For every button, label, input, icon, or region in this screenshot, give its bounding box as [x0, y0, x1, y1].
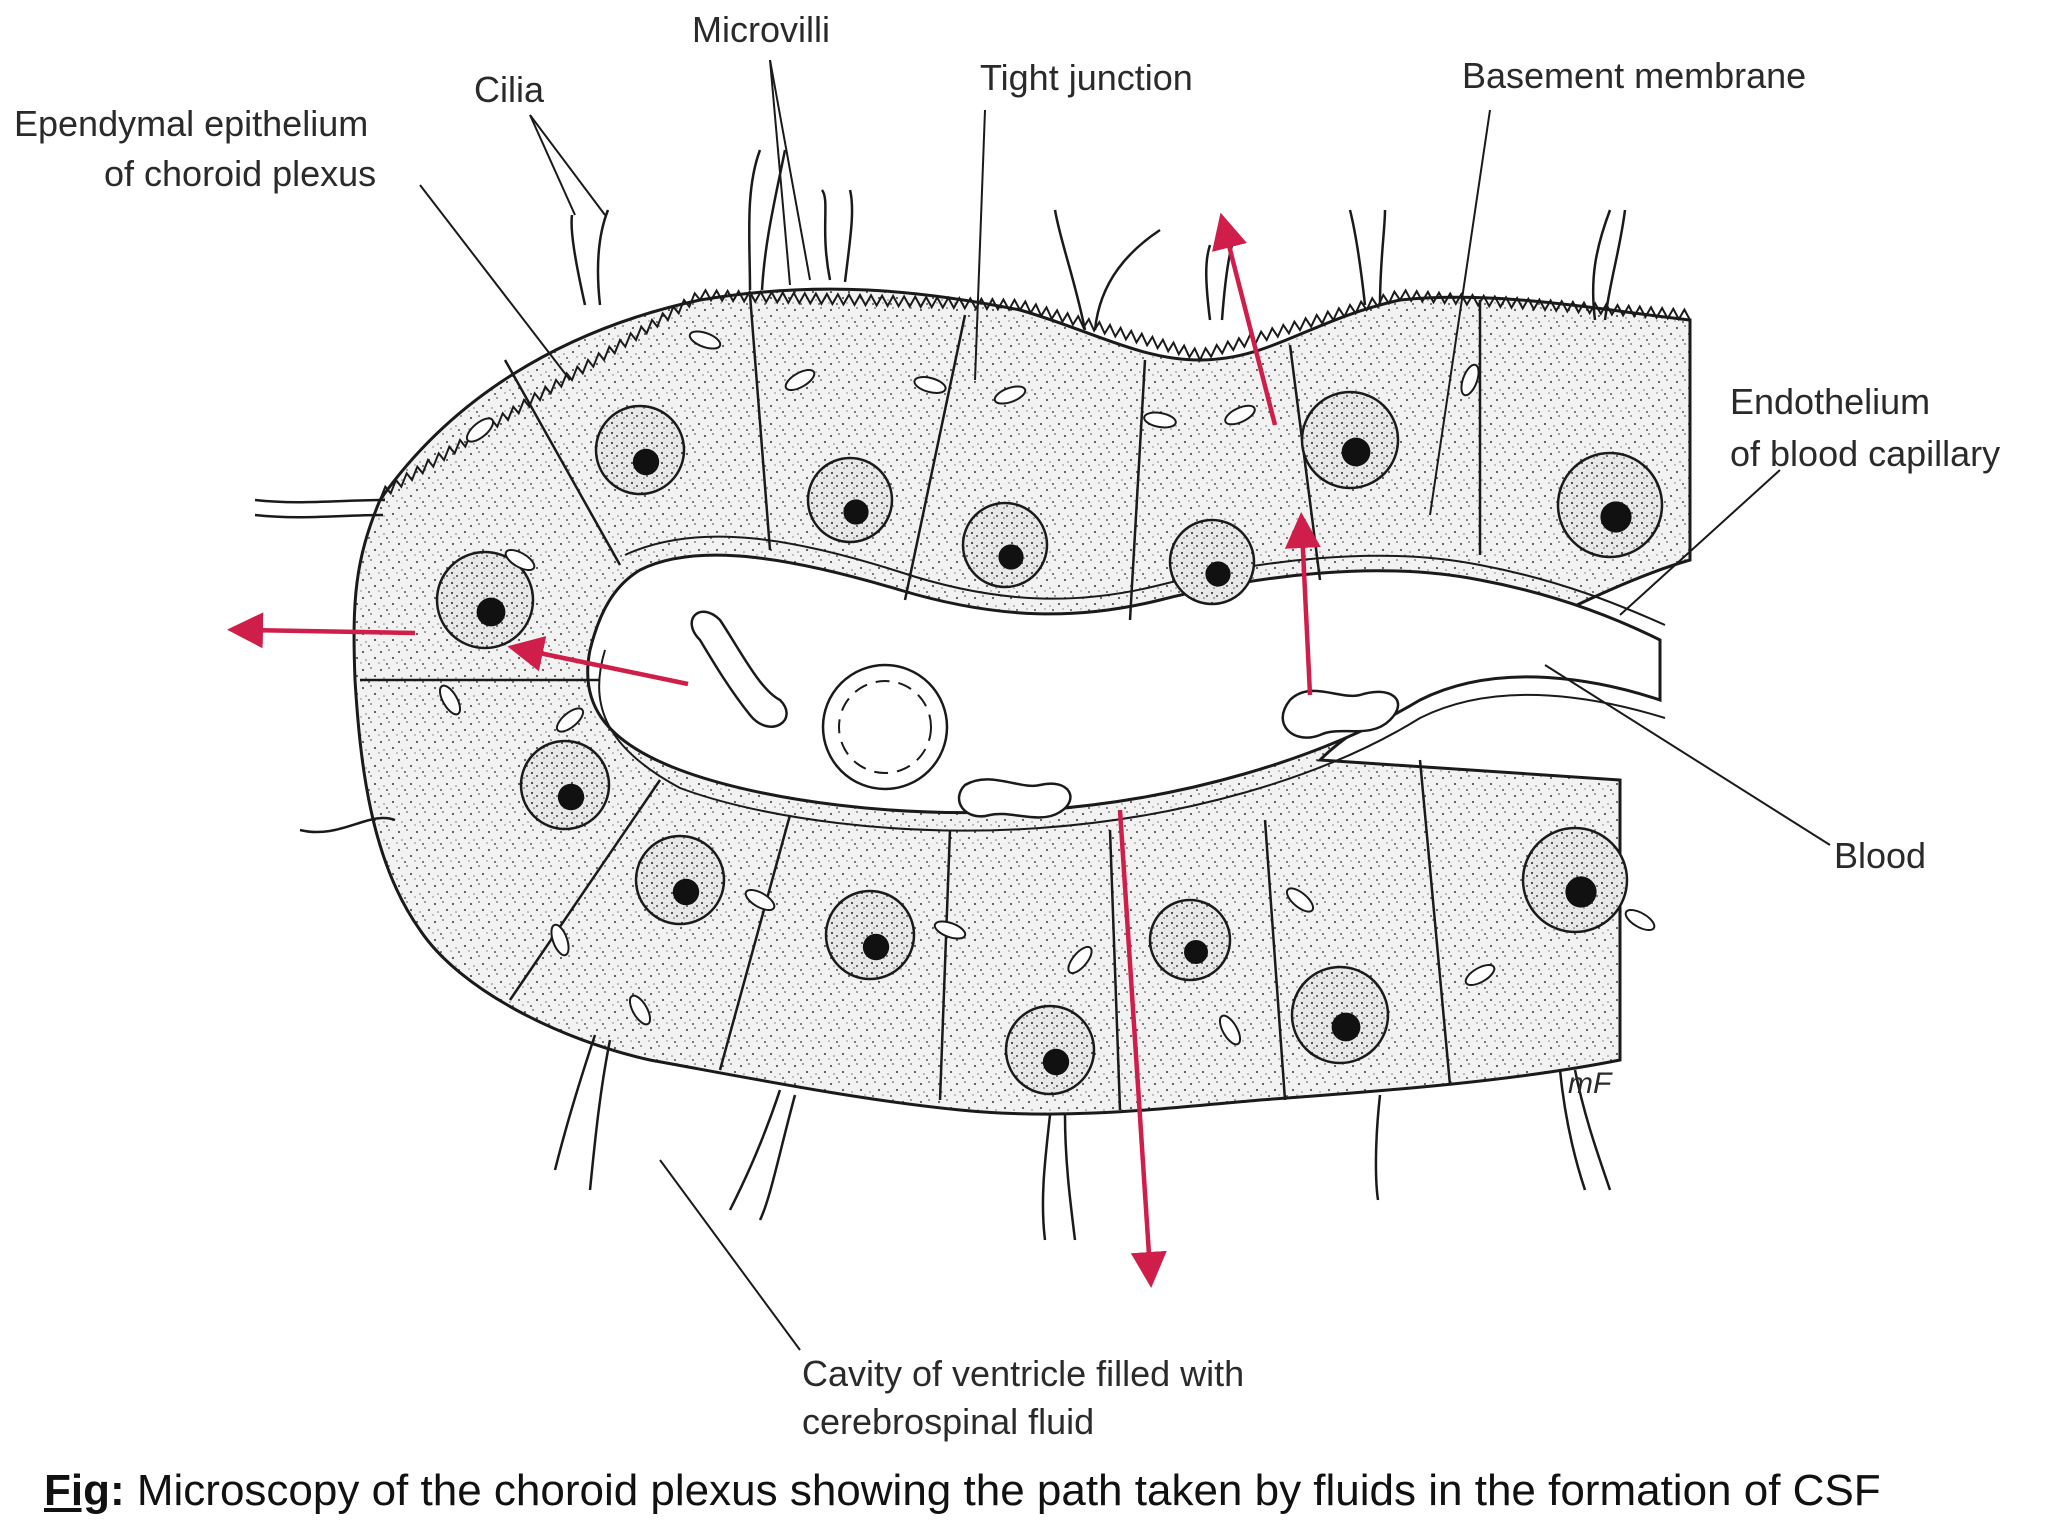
mitochondrion	[688, 330, 722, 350]
nucleolus	[1341, 437, 1371, 467]
label-cilia: Cilia	[474, 69, 545, 110]
nucleolus	[557, 783, 585, 811]
nucleolus	[672, 878, 700, 906]
mitochondrion	[1218, 1014, 1242, 1046]
caption-prefix: Fig	[44, 1466, 110, 1515]
fluid-path-arrows	[227, 212, 1321, 1288]
label-ependymal-epithelium-line1: Ependymal epithelium	[14, 103, 369, 144]
mitochondrion	[550, 923, 570, 957]
nucleolus	[632, 448, 660, 476]
mitochondrion	[1143, 411, 1177, 429]
nucleus	[806, 456, 894, 544]
mitochondrion	[1624, 908, 1656, 932]
mitochondrion	[465, 417, 495, 443]
leader-lines	[419, 59, 1831, 1351]
label-cavity-line2: cerebrospinal fluid	[802, 1401, 1095, 1442]
nucleolus	[1184, 940, 1208, 964]
endothelium-line	[598, 649, 1666, 832]
mitochondrion	[1460, 363, 1480, 397]
label-cavity-line1: Cavity of ventricle filled with	[802, 1353, 1245, 1394]
mitochondrion	[1285, 887, 1315, 913]
basement-membrane-line	[624, 535, 1666, 626]
nucleolus	[1205, 561, 1231, 587]
label-endothelium-line2: of blood capillary	[1730, 433, 2001, 474]
artist-signature: mF	[1568, 1067, 1612, 1100]
mitochondrion	[555, 707, 585, 733]
red-blood-cells	[690, 610, 1400, 819]
nucleus	[634, 834, 726, 926]
nucleolus	[1331, 1012, 1361, 1042]
nucleolus	[1042, 1048, 1070, 1076]
nucleus	[824, 889, 916, 981]
mitochondrion	[628, 994, 652, 1026]
mitochondrion	[1464, 963, 1496, 987]
nucleus	[1168, 518, 1256, 606]
mitochondrion	[784, 368, 816, 392]
figure-caption: Fig: Microscopy of the choroid plexus sh…	[44, 1466, 1881, 1516]
arrow-up-top	[1212, 212, 1278, 426]
label-ependymal-epithelium-line2: of choroid plexus	[104, 153, 377, 194]
arrow-left-outer	[227, 612, 416, 649]
mitochondrion	[438, 684, 462, 716]
mitochondrion	[993, 385, 1027, 405]
nucleolus	[476, 597, 506, 627]
arrow-up-mid	[1284, 512, 1321, 696]
nucleus	[1148, 898, 1232, 982]
nucleus	[594, 404, 686, 496]
mitochondrion	[933, 920, 967, 940]
mitochondrion	[913, 376, 947, 394]
nuclei	[435, 390, 1664, 1096]
label-blood: Blood	[1834, 835, 1927, 876]
label-tight-junction: Tight junction	[980, 57, 1193, 98]
microvilli-fringe	[379, 288, 1691, 501]
mitochondrion	[744, 888, 776, 912]
nucleolus	[843, 499, 869, 525]
label-microvilli: Microvilli	[692, 9, 830, 50]
nucleus	[961, 501, 1049, 589]
nucleolus	[1565, 876, 1597, 908]
nucleolus	[862, 933, 890, 961]
mitochondrion	[1067, 945, 1093, 975]
nucleus	[1004, 1004, 1096, 1096]
arrow-down	[1117, 809, 1167, 1288]
mitochondria	[438, 330, 1656, 1046]
caption-colon: :	[109, 1466, 125, 1515]
caption-text: Microscopy of the choroid plexus showing…	[124, 1466, 1881, 1515]
label-endothelium-line1: Endothelium	[1730, 381, 1931, 422]
arrow-left-inner	[507, 636, 689, 687]
nucleolus	[998, 544, 1024, 570]
nucleus	[519, 739, 611, 831]
mitochondrion	[504, 548, 536, 572]
label-basement-membrane: Basement membrane	[1462, 55, 1807, 96]
nucleolus	[1600, 501, 1632, 533]
mitochondrion	[1224, 404, 1256, 426]
